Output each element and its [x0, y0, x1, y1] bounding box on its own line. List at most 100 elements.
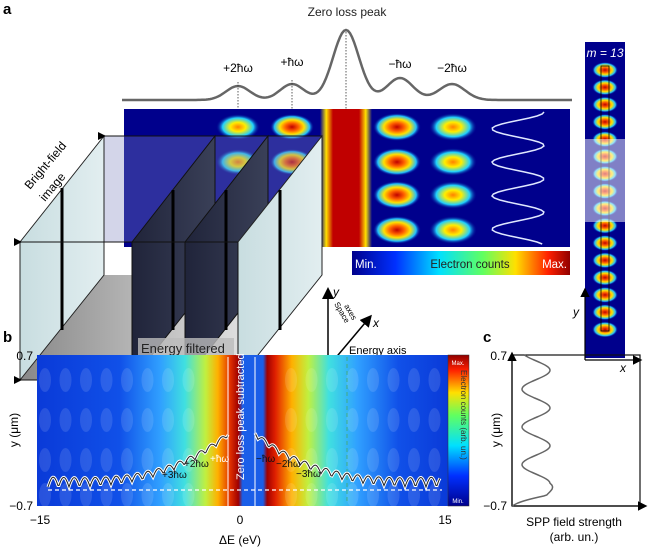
panel-b-label: b: [3, 329, 12, 346]
mode-spot: [592, 252, 618, 269]
spectrum-curve: [122, 28, 572, 102]
modulation-spot: [305, 483, 318, 507]
modulation-spot: [80, 408, 92, 432]
modulation-spot: [121, 448, 133, 472]
modulation-spot: [39, 483, 51, 507]
mode-spot: [592, 113, 618, 130]
panel-b-colorbar: Max. Electron counts (arb. un.) Min.: [447, 354, 470, 507]
peak-label-plus1: +ħω: [280, 55, 303, 69]
mode-number-label: m = 13: [586, 46, 623, 60]
modulation-spot: [141, 448, 154, 472]
b-colorbar-min: Min.: [452, 499, 464, 505]
modulation-spot: [387, 448, 400, 472]
modulation-spot: [387, 483, 400, 507]
modulation-spot: [408, 483, 420, 507]
mode-map-strip: m = 13 y x: [572, 42, 643, 375]
annot-minus3: −3ħω: [296, 469, 321, 480]
c-ytick-top: 0.7: [490, 349, 507, 363]
b-xtick-left: −15: [30, 513, 51, 527]
modulation-spot: [346, 483, 359, 507]
modulation-spot: [59, 368, 72, 392]
axis-x-label: x: [372, 316, 380, 330]
mode-spot: [592, 79, 618, 96]
modulation-spot: [39, 408, 51, 432]
mode-map-y: y: [572, 305, 580, 319]
modulation-spot: [326, 483, 338, 507]
annot-plus2: +2ħω: [184, 459, 209, 470]
modulation-spot: [387, 368, 400, 392]
modulation-spot: [408, 368, 420, 392]
mode-spot: [592, 269, 618, 286]
modulation-spot: [305, 368, 318, 392]
zero-loss-subtracted-note: Zero loss peak subtracted: [235, 353, 247, 480]
modulation-spot: [80, 483, 92, 507]
annot-plus1: +ħω: [210, 454, 229, 465]
peak-label-plus2: +2ħω: [223, 61, 253, 75]
intensity-spot: [429, 216, 477, 244]
intensity-spot: [373, 148, 421, 176]
modulation-spot: [162, 408, 174, 432]
modulation-spot: [141, 408, 154, 432]
panel-a-label: a: [3, 1, 12, 18]
electron-counts-colorbar: Min. Electron counts Max.: [352, 251, 570, 275]
intensity-spot: [429, 113, 477, 141]
modulation-spot: [121, 483, 133, 507]
modulation-spot: [367, 483, 379, 507]
mode-spot: [592, 321, 618, 338]
modulation-spot: [162, 368, 174, 392]
b-colorbar-title: Electron counts (arb. un.): [459, 370, 468, 460]
modulation-spot: [80, 368, 92, 392]
b-xlabel: ΔE (eV): [219, 533, 261, 547]
modulation-spot: [428, 408, 441, 432]
modulation-spot: [182, 408, 195, 432]
energy-axis-label: Energy axis: [349, 345, 407, 357]
panel-c-label: c: [483, 329, 491, 346]
colorbar-max: Max.: [542, 259, 567, 271]
modulation-spot: [39, 448, 51, 472]
modulation-spot: [428, 368, 441, 392]
b-ytick-top: 0.7: [16, 349, 33, 363]
modulation-spot: [121, 368, 133, 392]
modulation-spot: [408, 408, 420, 432]
peak-label-minus2: −2ħω: [437, 61, 467, 75]
modulation-spot: [39, 368, 51, 392]
mode-spot: [592, 286, 618, 303]
modulation-spot: [367, 448, 379, 472]
c-xlabel-2: (arb. un.): [550, 530, 599, 544]
modulation-spot: [162, 483, 174, 507]
modulation-spot: [387, 408, 400, 432]
mode-spot: [592, 235, 618, 251]
intensity-spot: [429, 181, 477, 209]
modulation-spot: [100, 448, 113, 472]
modulation-spot: [100, 483, 113, 507]
modulation-spot: [182, 483, 195, 507]
modulation-spot: [305, 408, 318, 432]
modulation-spot: [285, 408, 297, 432]
modulation-spot: [285, 483, 297, 507]
intensity-spot: [216, 114, 260, 140]
modulation-spot: [141, 368, 154, 392]
modulation-spot: [367, 368, 379, 392]
mode-map-x: x: [619, 361, 627, 375]
c-ytick-bottom: −0.7: [483, 499, 507, 513]
modulation-spot: [326, 448, 338, 472]
modulation-spot: [285, 368, 297, 392]
b-xtick-center: 0: [237, 513, 244, 527]
energy-filtered-label-1: Energy filtered: [141, 341, 225, 356]
modulation-spot: [428, 448, 441, 472]
spp-field-curve: [511, 354, 554, 507]
modulation-spot: [326, 368, 338, 392]
b-xtick-right: 15: [438, 513, 452, 527]
modulation-spot: [367, 408, 379, 432]
colorbar-min: Min.: [355, 259, 377, 271]
c-xlabel-1: SPP field strength: [526, 515, 622, 529]
intensity-spot: [373, 181, 421, 209]
mode-spot: [592, 62, 618, 78]
annot-minus1: −ħω: [256, 454, 275, 465]
axis-y-label: y: [332, 285, 340, 299]
peak-label-minus1: −ħω: [388, 57, 411, 71]
modulation-spot: [346, 408, 359, 432]
panel-c-frame: [511, 354, 641, 507]
modulation-spot: [100, 368, 113, 392]
